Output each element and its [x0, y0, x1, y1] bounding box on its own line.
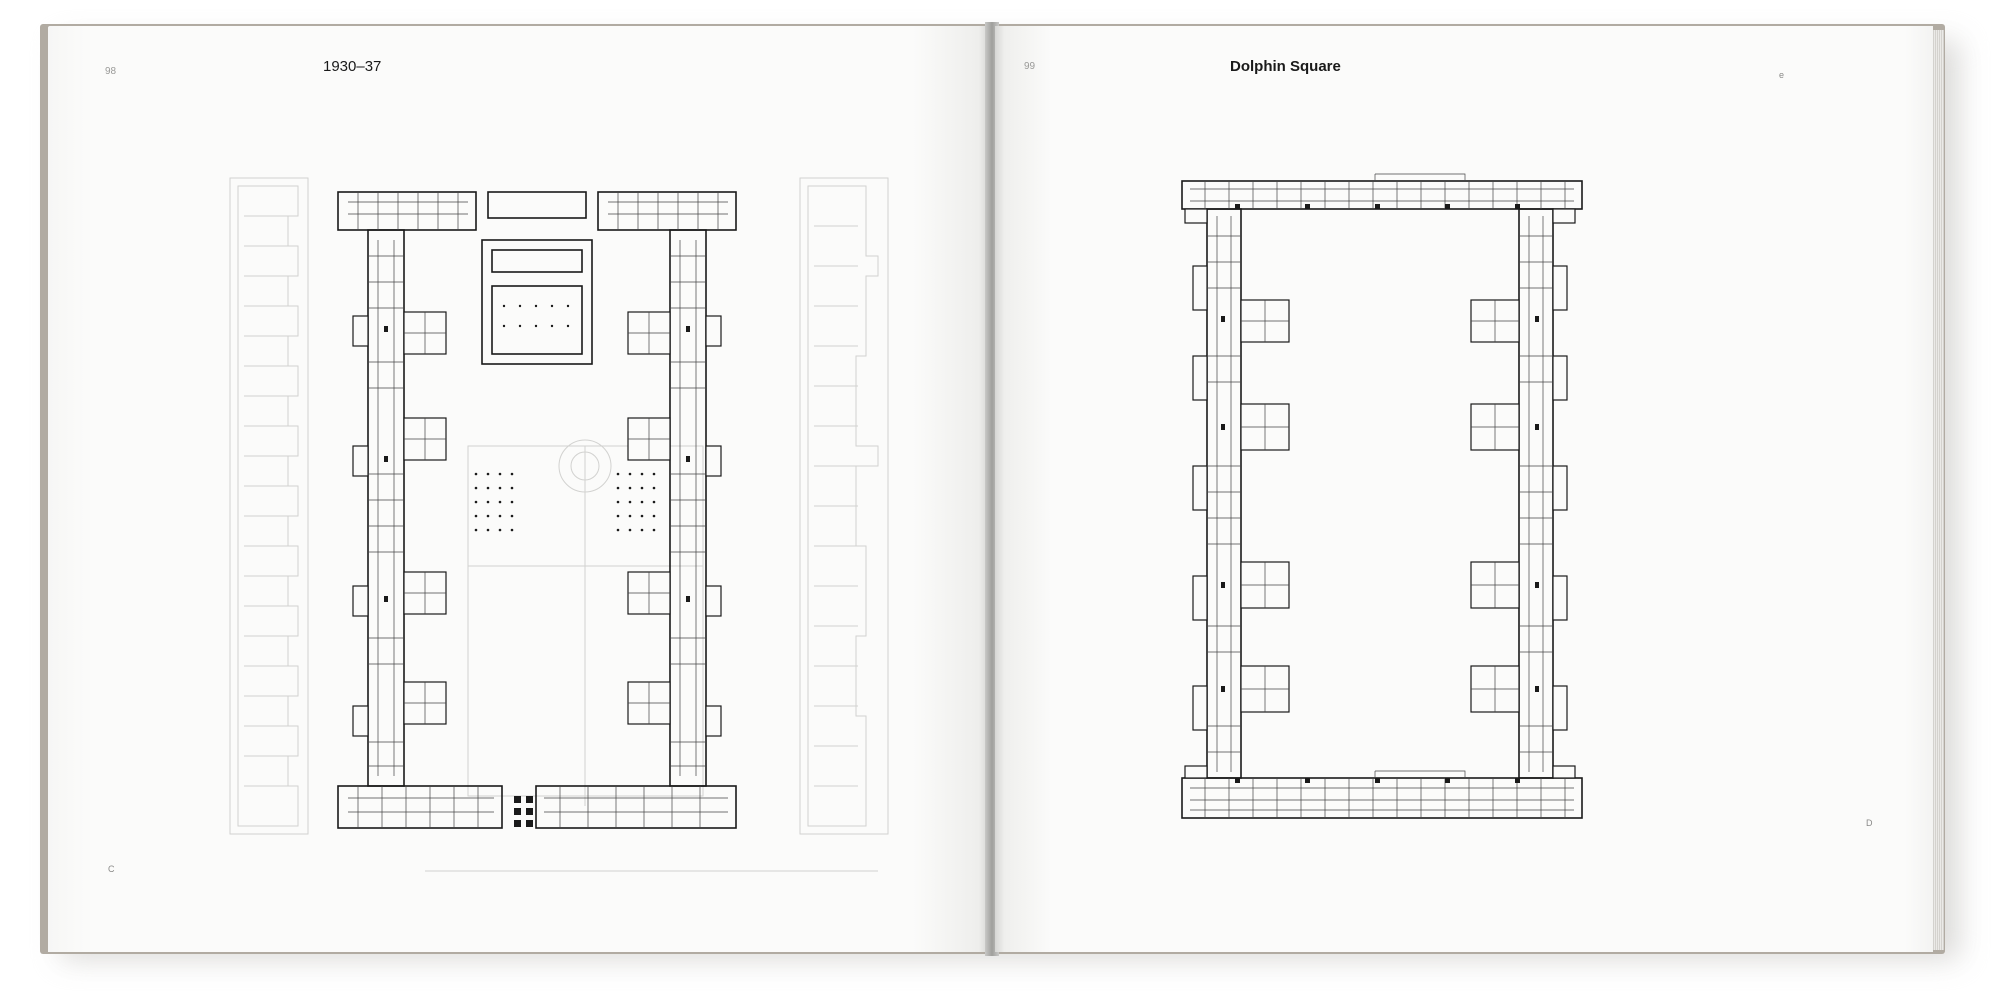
- page-title-right: Dolphin Square: [1230, 58, 1341, 75]
- right-page: 99 Dolphin Square e D: [995, 26, 1933, 952]
- page-edges: [1932, 30, 1944, 950]
- page-number-left: 98: [105, 66, 117, 77]
- page-number-right: 99: [1024, 61, 1036, 72]
- page-title-left: 1930–37: [323, 58, 382, 75]
- left-page: 98 1930–37 C: [48, 26, 988, 952]
- site-plan-drawing: [229, 177, 889, 872]
- corner-mark-right: D: [1866, 818, 1873, 828]
- floor-plan-drawing: [1181, 173, 1583, 819]
- corner-mark-left: C: [108, 864, 115, 874]
- top-mark-right: e: [1779, 70, 1785, 80]
